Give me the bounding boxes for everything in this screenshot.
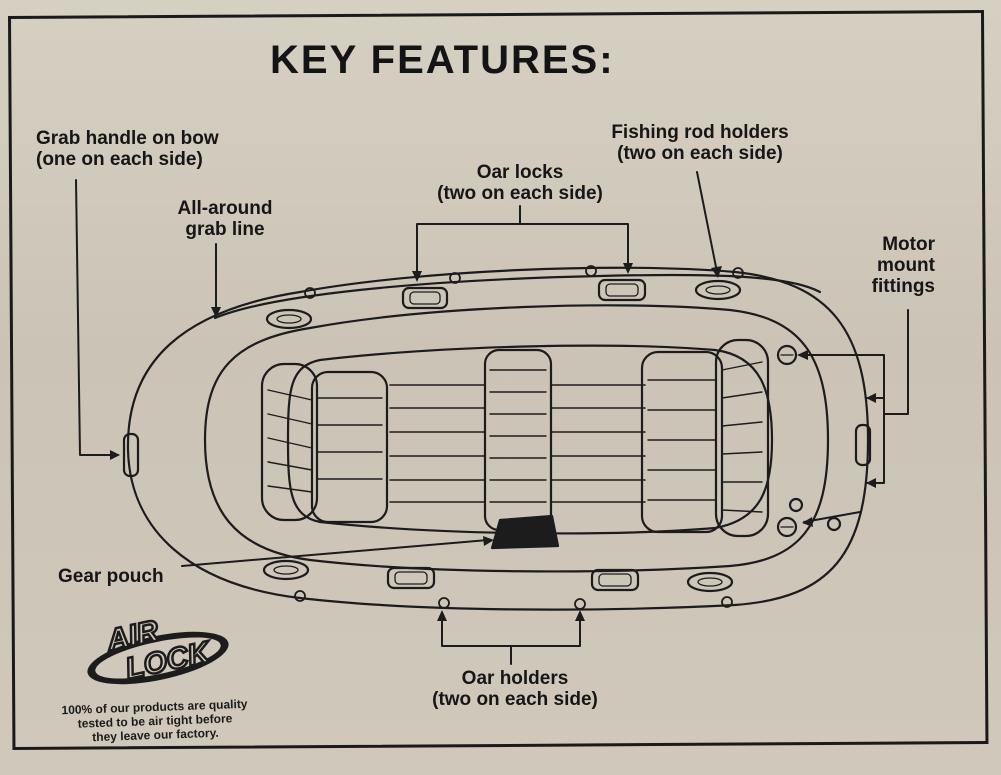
label-grab-handle-line1: Grab handle on bow (36, 128, 219, 149)
motor-mount-fittings (776, 344, 842, 538)
label-oar-locks-line1: Oar locks (476, 162, 564, 183)
grab-line-grommets (294, 265, 744, 610)
label-fishing-rod-line1: Fishing rod holders (611, 122, 789, 143)
label-oar-holders: Oar holders (two on each side) (410, 668, 620, 710)
left-seat (310, 370, 389, 524)
label-oar-holders-line1: Oar holders (461, 668, 569, 689)
floor-slats (389, 384, 646, 503)
grab-line (213, 273, 822, 320)
middle-seat (483, 348, 553, 532)
right-seat-back (714, 338, 770, 538)
left-seat-back (260, 362, 319, 522)
label-motor-line3: fittings (871, 276, 935, 297)
grab-handle-stern (854, 423, 872, 467)
label-fishing-rod-line2: (two on each side) (617, 143, 783, 164)
label-gear-pouch: Gear pouch (58, 566, 164, 587)
right-seat (640, 350, 724, 534)
air-lock-logo: AIR LOCK (87, 613, 229, 687)
gear-pouch (490, 514, 560, 550)
label-motor-mount-fittings: Motor mount fittings (840, 234, 935, 297)
hull-outline (126, 266, 870, 611)
label-oar-locks-line2: (two on each side) (437, 183, 603, 204)
label-grab-handle-line2: (one on each side) (36, 149, 203, 170)
inner-tube (203, 304, 830, 573)
arrowheads (110, 263, 876, 621)
label-all-around-line1: All-around (177, 198, 273, 219)
quality-disclaimer: 100% of our products are quality tested … (39, 696, 270, 746)
page-title: KEY FEATURES: (270, 38, 615, 82)
leader-lines (75, 171, 909, 665)
label-oar-locks: Oar locks (two on each side) (420, 162, 620, 204)
fishing-rod-holders (262, 279, 742, 593)
grab-handle-bow (122, 432, 140, 478)
label-all-around-grab-line: All-around grab line (160, 198, 290, 240)
oar-locks-bottom (386, 566, 640, 592)
label-motor-line1: Motor (882, 234, 935, 255)
label-motor-line2: mount (876, 255, 935, 276)
oar-locks-top (401, 278, 647, 310)
label-all-around-line2: grab line (185, 219, 265, 240)
label-fishing-rod-holders: Fishing rod holders (two on each side) (585, 122, 815, 164)
label-oar-holders-line2: (two on each side) (432, 689, 598, 710)
label-grab-handle: Grab handle on bow (one on each side) (36, 128, 219, 170)
